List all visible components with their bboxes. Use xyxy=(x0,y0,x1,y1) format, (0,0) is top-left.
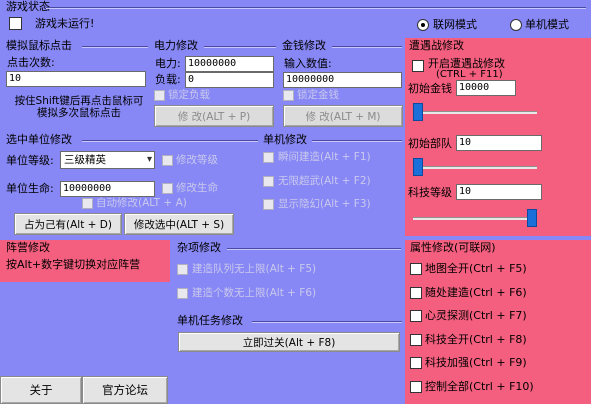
money-group-border xyxy=(332,46,402,48)
unit-level-label: 单位等级: xyxy=(6,154,54,167)
power-group-title: 电力修改 xyxy=(154,39,198,52)
unlimited-queue-label: 建造队列无上限(Alt + F5) xyxy=(192,263,317,275)
take-ownership-button[interactable]: 占为己有(Alt + D) xyxy=(14,213,122,235)
initial-money-input[interactable]: 10000 xyxy=(456,80,516,96)
tech-level-slider[interactable] xyxy=(407,206,543,232)
encounter-enable-checkbox[interactable] xyxy=(412,60,424,72)
load-label: 负载: xyxy=(155,73,181,86)
tech-boost-checkbox[interactable] xyxy=(410,357,422,369)
initial-troops-slider-thumb[interactable] xyxy=(413,158,423,176)
initial-troops-label: 初始部队 xyxy=(408,137,452,150)
modify-life-label: 修改生命 xyxy=(176,182,218,194)
money-input[interactable]: 10000000 xyxy=(283,72,402,88)
click-count-input[interactable]: 10 xyxy=(6,71,146,87)
build-anywhere-label: 随处建造(Ctrl + F6) xyxy=(425,286,527,299)
map-reveal-label: 地图全开(Ctrl + F5) xyxy=(425,262,527,275)
initial-troops-input[interactable]: 10 xyxy=(456,135,542,151)
official-forum-button[interactable]: 官方论坛 xyxy=(82,376,168,404)
online-mode-label: 联网模式 xyxy=(433,18,477,31)
power-group-border xyxy=(204,46,276,48)
lock-money-label: 锁定金钱 xyxy=(297,89,339,101)
infinite-superweapon-label: 无限超武(Alt + F2) xyxy=(278,175,371,187)
reveal-hidden-checkbox[interactable] xyxy=(263,199,274,210)
status-indicator xyxy=(9,17,22,30)
online-mode-radio[interactable] xyxy=(417,19,429,31)
mouse-group-title: 模拟鼠标点击 xyxy=(6,39,72,52)
tech-unlock-checkbox[interactable] xyxy=(410,334,422,346)
camp-hint: 按Alt+数字键切换对应阵营 xyxy=(6,258,141,271)
tech-level-label: 科技等级 xyxy=(408,186,452,199)
auto-modify-checkbox[interactable] xyxy=(82,198,93,209)
click-count-label: 点击次数: xyxy=(7,56,55,69)
load-input[interactable]: 0 xyxy=(185,72,274,88)
unit-life-input[interactable]: 10000000 xyxy=(60,181,155,197)
misc-group-border xyxy=(227,248,401,250)
unlimited-count-label: 建造个数无上限(Alt + F6) xyxy=(192,287,317,299)
unit-group-border xyxy=(82,140,258,142)
map-reveal-checkbox[interactable] xyxy=(410,263,422,275)
modify-selected-button[interactable]: 修改选中(ALT + S) xyxy=(124,213,234,235)
tech-boost-label: 科技加强(Ctrl + F9) xyxy=(425,356,527,369)
attr-panel xyxy=(405,240,591,404)
unit-life-label: 单位生命: xyxy=(6,182,54,195)
initial-money-slider[interactable] xyxy=(407,100,543,126)
build-anywhere-checkbox[interactable] xyxy=(410,287,422,299)
single-group-border xyxy=(312,140,402,142)
control-all-checkbox[interactable] xyxy=(410,381,422,393)
attr-group-title: 属性修改(可联网) xyxy=(410,241,496,254)
misc-group-title: 杂项修改 xyxy=(177,241,221,254)
instant-build-label: 瞬间建造(Alt + F1) xyxy=(278,151,371,163)
status-group-title: 游戏状态 xyxy=(6,0,50,13)
instant-build-checkbox[interactable] xyxy=(263,152,274,163)
unit-level-value: 三级精英 xyxy=(64,154,106,166)
single-mode-radio[interactable] xyxy=(510,19,522,31)
power-label: 电力: xyxy=(155,57,181,70)
encounter-enable-hotkey: (CTRL + F11) xyxy=(436,69,503,80)
control-all-label: 控制全部(Ctrl + F10) xyxy=(425,380,534,393)
power-input[interactable]: 10000000 xyxy=(185,56,274,72)
lock-load-label: 锁定负载 xyxy=(168,89,210,101)
single-group-title: 单机修改 xyxy=(263,133,307,146)
psychic-detect-label: 心灵探测(Ctrl + F7) xyxy=(425,309,527,322)
lock-load-checkbox[interactable] xyxy=(154,90,165,101)
lock-money-checkbox[interactable] xyxy=(283,90,294,101)
initial-money-slider-thumb[interactable] xyxy=(413,103,423,121)
money-input-label: 输入数值: xyxy=(284,57,332,70)
money-group-title: 金钱修改 xyxy=(282,39,326,52)
task-group-title: 单机任务修改 xyxy=(177,314,243,327)
modify-money-button[interactable]: 修 改(ALT + M) xyxy=(283,105,403,127)
mouse-group-border xyxy=(82,46,148,48)
camp-group-title: 阵营修改 xyxy=(6,241,50,254)
camp-panel xyxy=(0,240,170,282)
task-group-border xyxy=(252,321,402,323)
modify-power-button[interactable]: 修 改(ALT + P) xyxy=(154,105,274,127)
status-group-border xyxy=(46,7,586,9)
initial-money-label: 初始金钱 xyxy=(408,82,452,95)
auto-modify-label: 自动修改(ALT + A) xyxy=(96,197,187,209)
mouse-hint: 按住Shift键后再点击鼠标可模拟多次鼠标点击 xyxy=(14,95,144,119)
unlimited-queue-checkbox[interactable] xyxy=(177,264,188,275)
initial-troops-slider[interactable] xyxy=(407,155,543,181)
unit-level-select[interactable]: 三级精英 ▾ xyxy=(60,151,155,169)
reveal-hidden-label: 显示隐幻(Alt + F3) xyxy=(278,198,371,210)
modify-life-checkbox[interactable] xyxy=(162,183,173,194)
tech-unlock-label: 科技全开(Ctrl + F8) xyxy=(425,333,527,346)
tech-level-slider-thumb[interactable] xyxy=(527,209,537,227)
modify-level-checkbox[interactable] xyxy=(162,155,173,166)
about-button[interactable]: 关于 xyxy=(0,376,82,404)
encounter-enable-label: 开启遭遇战修改 xyxy=(428,57,505,70)
infinite-superweapon-checkbox[interactable] xyxy=(263,176,274,187)
instant-pass-button[interactable]: 立即过关(Alt + F8) xyxy=(178,332,400,352)
game-status-text: 游戏未运行! xyxy=(35,17,95,30)
single-mode-label: 单机模式 xyxy=(525,18,569,31)
tech-level-input[interactable]: 10 xyxy=(456,184,542,200)
unlimited-count-checkbox[interactable] xyxy=(177,288,188,299)
unit-group-title: 选中单位修改 xyxy=(6,133,72,146)
encounter-group-title: 遭遇战修改 xyxy=(409,39,464,52)
modify-level-label: 修改等级 xyxy=(176,154,218,166)
psychic-detect-checkbox[interactable] xyxy=(410,310,422,322)
chevron-down-icon: ▾ xyxy=(146,154,152,165)
